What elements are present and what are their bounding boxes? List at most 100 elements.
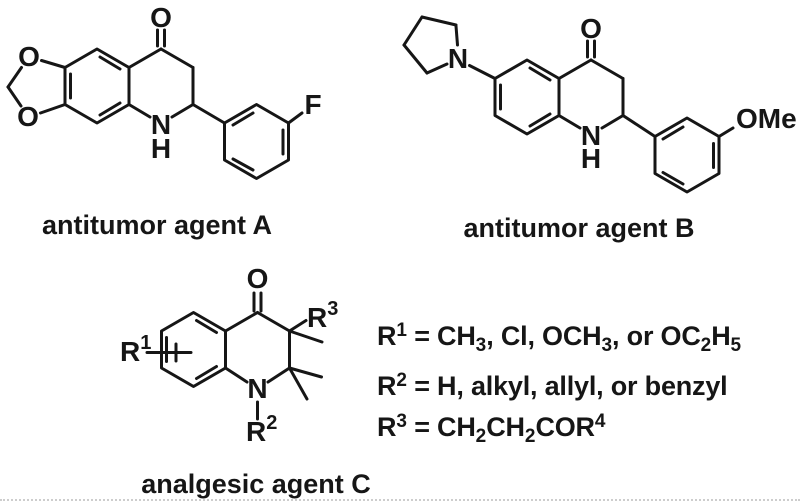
r-definition-text: , Cl, OCH [486,321,602,351]
bond [717,126,735,138]
pyrrolidine-ring [402,15,459,75]
nh-hydrogen-label: H [151,133,171,164]
r2-superscript: 2 [266,412,277,434]
r-definition-sup: 3 [396,411,407,432]
bond [39,103,67,115]
dioxole-oxygen-top-label: O [18,41,40,72]
r-definition-line: R1 = CH3, Cl, OCH3, or OC2H5 [377,313,741,363]
bond [127,47,163,69]
structure-a-drawing: O N H O O F antitumor agent A [6,2,322,240]
methyl-bond [288,329,324,344]
r-definition-sub: 5 [730,335,742,356]
fluorophenyl-ring [223,103,290,180]
benzene-ring [493,58,561,136]
aromatic-inner-bond [528,112,552,128]
bond [266,366,291,384]
r3-label: R3 [307,298,338,333]
pyridinone-ring [127,47,195,119]
bond [468,64,497,80]
r-definition-text: COR [535,412,595,442]
nh-hydrogen-label: H [581,143,601,174]
ring-nitrogen-label: N [581,120,601,151]
bond [600,114,625,130]
r-definition-text: , or OC [612,321,701,351]
r-definition-line: R2 = H, alkyl, allyl, or benzyl [377,363,741,404]
benzene-ring [160,311,227,388]
methoxyphenyl-ring [653,116,721,194]
dioxole-ring [6,59,67,115]
aromatic-inner-bond [661,171,685,186]
r3-superscript: 3 [327,298,338,320]
structure-b-drawing: N O N H [402,13,797,243]
r-definition-text: = H, alkyl, allyl, or benzyl [406,371,728,401]
r1-label: R1 [120,332,151,367]
r-definition-sup: 1 [396,320,407,341]
pyrrolidine-nitrogen-label: N [448,43,468,74]
r-definition-sub: 2 [524,426,536,447]
aromatic-inner-bond [98,101,122,117]
aromatic-inner-bond [195,365,218,380]
r1-base: R [120,336,140,367]
aromatic-inner-bond [661,125,685,141]
bond [287,111,304,125]
bond [425,62,449,75]
fluorine-label: F [304,89,321,120]
bond [621,114,657,138]
r-definition-text: CH [486,412,525,442]
bond [40,59,67,69]
r2-label: R2 [246,412,277,447]
methoxy-label: OMe [736,103,797,134]
benzene-ring [63,47,131,125]
bond [256,311,291,333]
bond [402,43,429,75]
r1-superscript: 1 [140,332,151,354]
r-definition-sub: 3 [475,335,487,356]
methyl-bond [288,366,323,379]
r-definition-text: R [377,371,397,401]
r3-base: R [307,302,327,333]
aromatic-inner-bond [98,55,122,71]
aromatic-inner-bond [528,66,552,82]
r-definition-text: R [377,412,397,442]
carbonyl-oxygen-label: O [580,13,602,44]
structure-b-caption: antitumor agent B [463,213,694,243]
ring-nitrogen-label: N [247,373,267,404]
bond [454,24,459,47]
aromatic-inner-bond [231,111,255,127]
bond [170,103,195,119]
r-definition-text: H [711,321,731,351]
bond [6,66,23,89]
bond [127,103,152,119]
methyl-bond [288,366,309,401]
bond [557,114,582,130]
r-definition-sub: 2 [475,426,487,447]
bond [159,47,195,69]
r-definition-text: = CH [406,321,476,351]
bond [589,58,625,80]
aromatic-inner-bond [231,157,255,172]
bond [6,85,23,108]
structure-a-caption: antitumor agent A [42,210,272,240]
pyridinone-ring [557,58,625,130]
r-definition-sup: 2 [396,370,407,391]
pyridinone-ring [224,311,291,384]
ring-nitrogen-label: N [151,109,171,140]
dioxole-oxygen-bottom-label: O [17,101,39,132]
structure-c-caption: analgesic agent C [141,469,371,499]
bond [288,319,308,333]
r-definition-text: R [377,321,397,351]
r2-base: R [246,416,266,447]
aromatic-inner-bond [195,319,218,334]
bottom-divider [0,499,800,501]
r-definition-sub: 3 [601,335,613,356]
bond [402,15,424,47]
bond [420,15,458,27]
structure-c-drawing: O N R2 R1 R3 analgesic agent C [120,263,371,499]
r-definition-text: = CH [406,412,476,442]
bond [191,103,226,125]
bond [224,311,259,333]
bond [557,58,593,80]
